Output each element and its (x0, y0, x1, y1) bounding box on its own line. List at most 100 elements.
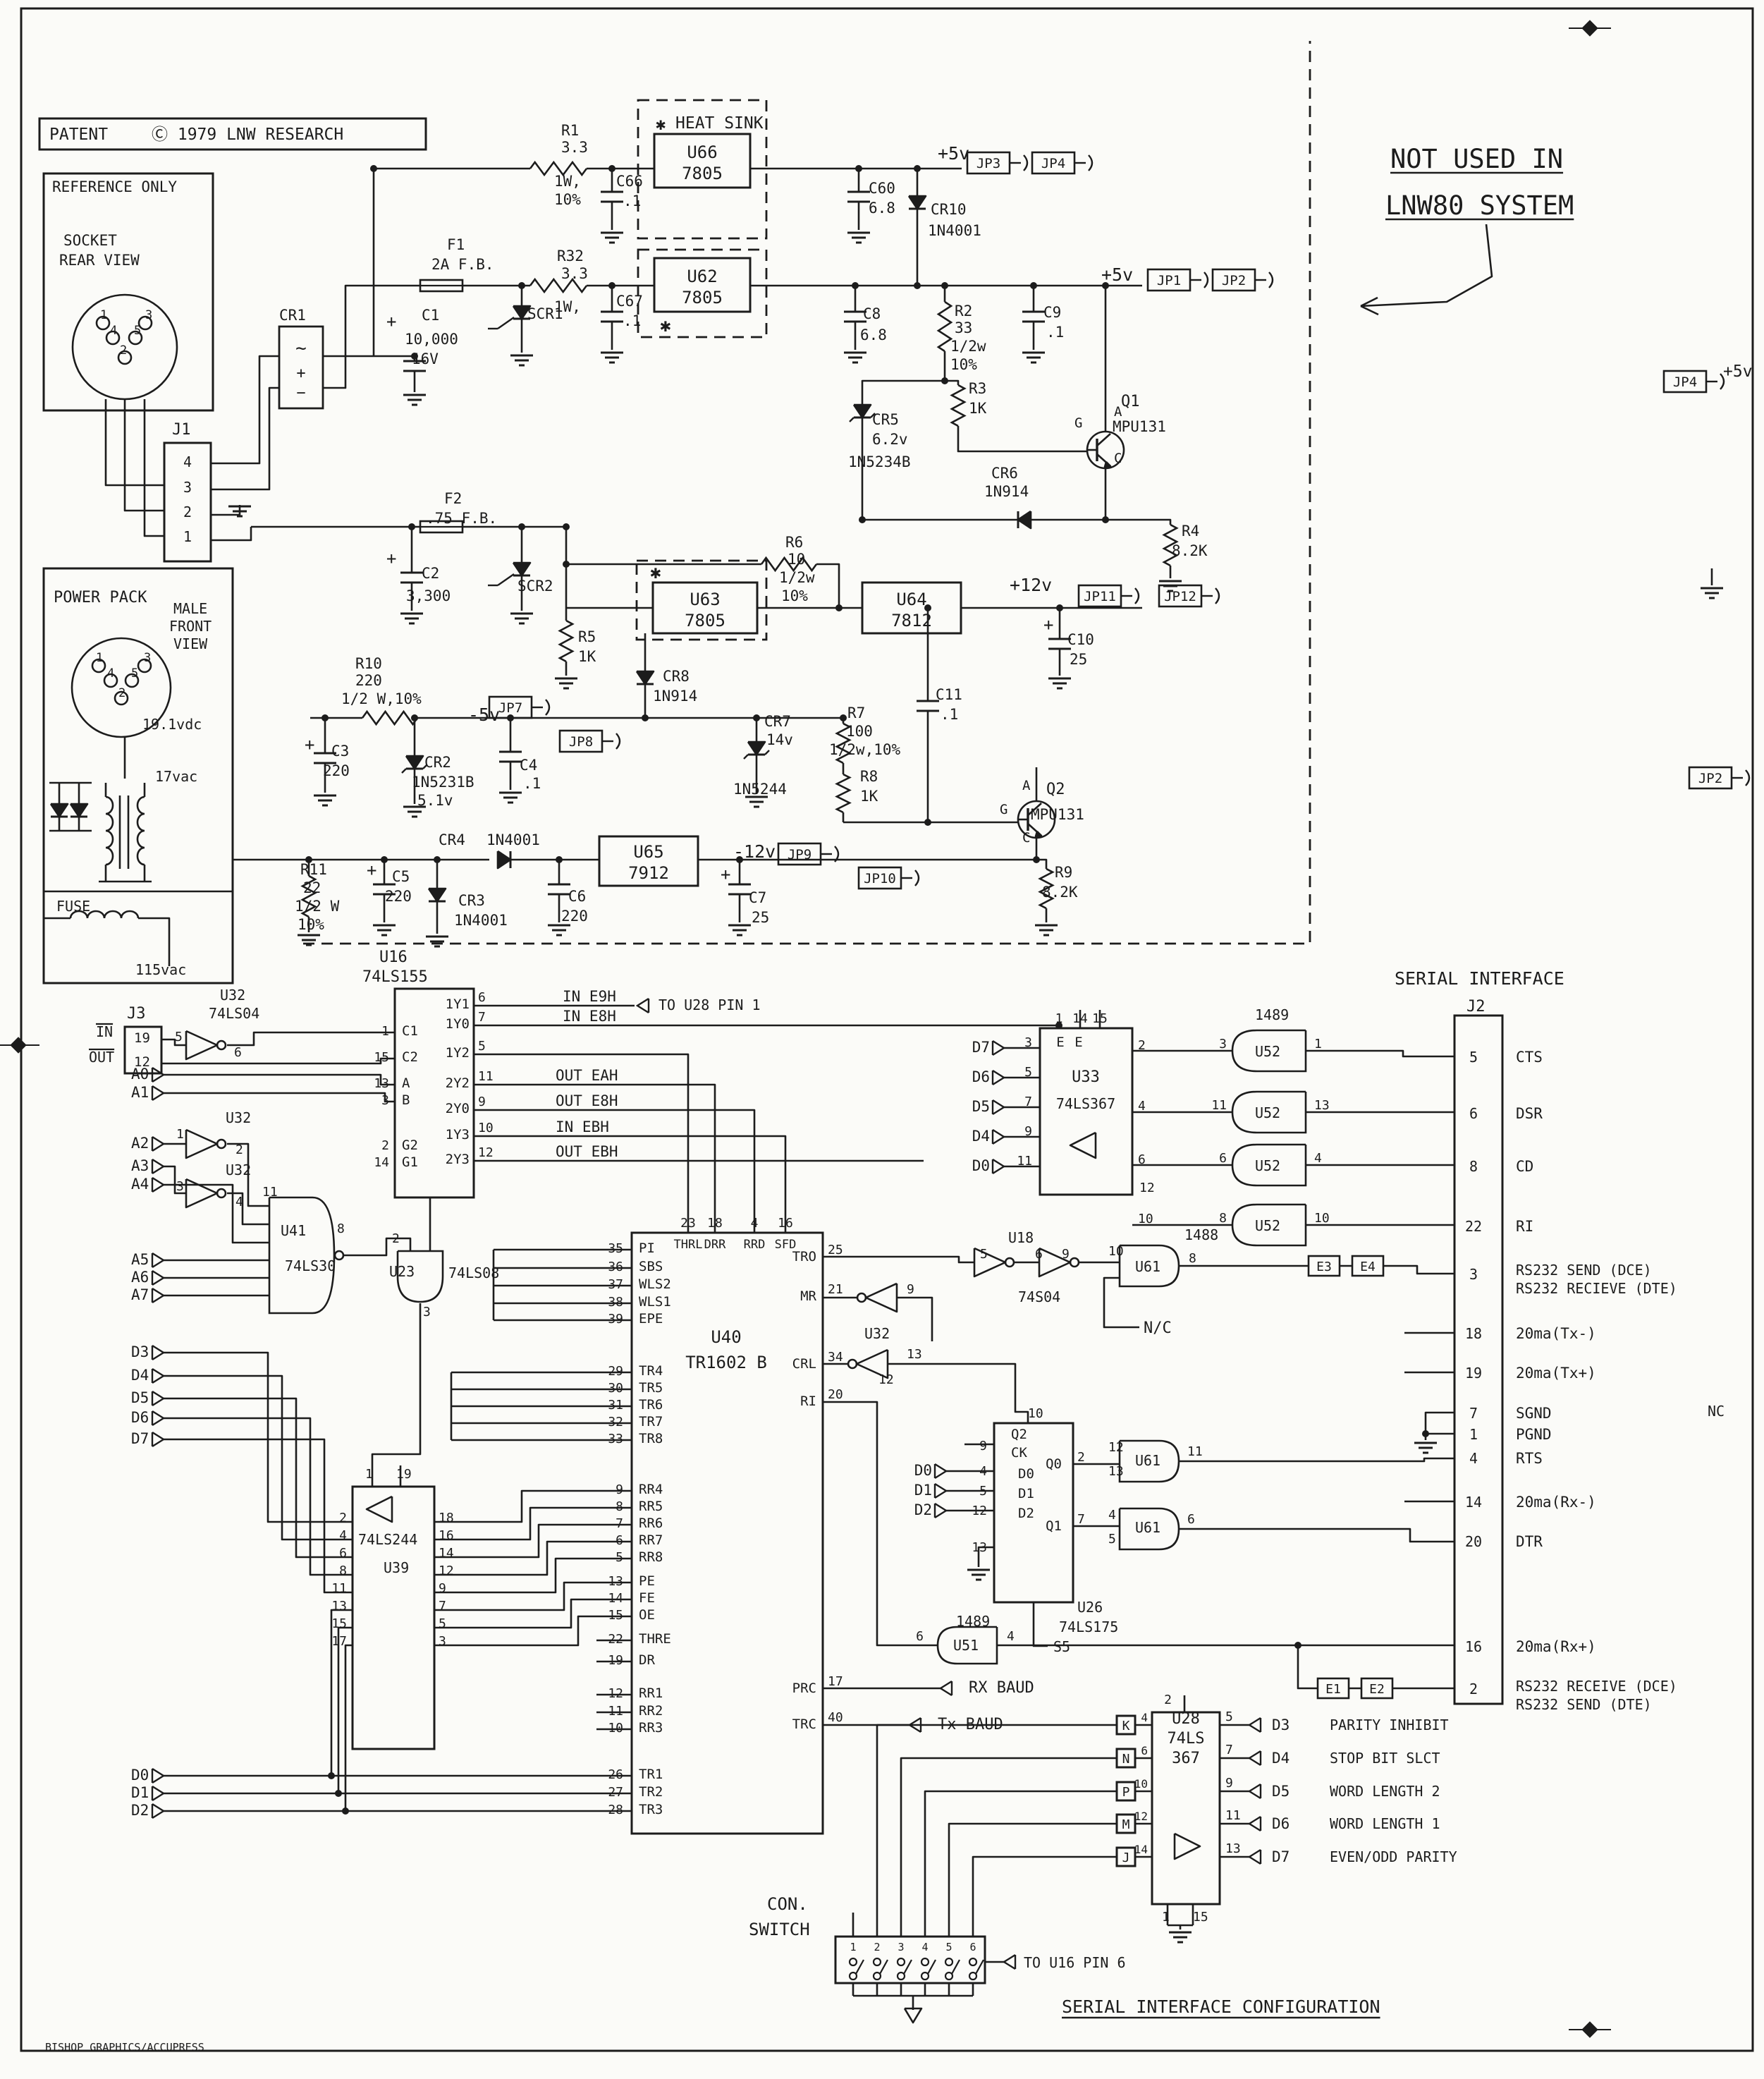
wire (343, 1237, 412, 1257)
label: 1 (1055, 1011, 1063, 1026)
label: 16 (1465, 1638, 1482, 1655)
label: 3,300 (406, 587, 451, 604)
label: MPU131 (1113, 418, 1166, 435)
label: IN (96, 1023, 113, 1040)
label: 4 (751, 1216, 759, 1231)
label: U52 (1255, 1043, 1280, 1060)
label: 13 (1314, 1098, 1330, 1113)
buffer-icon (1173, 1832, 1201, 1860)
label: 6 (1469, 1105, 1478, 1122)
resistor-icon (760, 556, 818, 573)
label: 6 (1138, 1152, 1146, 1167)
wire (227, 1192, 269, 1226)
diode-icon (401, 768, 407, 774)
label: C1 (402, 1023, 418, 1039)
label: 4 (107, 666, 114, 681)
label: 16V (412, 350, 439, 367)
connector-tag-icon (1247, 1783, 1262, 1800)
wire (330, 1609, 353, 1776)
label: 4 (1138, 1099, 1146, 1114)
thyristor-icon (497, 573, 515, 586)
wire (211, 527, 252, 542)
jumper-label (1268, 272, 1274, 288)
label: G1 (402, 1154, 418, 1170)
dip-switch-icon (920, 1957, 930, 1967)
label: 17vac (155, 768, 197, 785)
label: C11 (936, 686, 962, 703)
dip-switch-icon (927, 1959, 936, 1975)
component-outline (123, 1025, 163, 1075)
junction-dot (518, 282, 525, 289)
resistor-icon (835, 773, 852, 814)
label: 2 (392, 1231, 400, 1246)
junction-dot (608, 165, 615, 172)
label: TR5 (639, 1380, 663, 1396)
label: CR4 (439, 831, 465, 848)
jumper-label: JP4 (1673, 374, 1697, 390)
jumper-label (1134, 587, 1140, 604)
label: CR2 (424, 754, 451, 771)
connector-tag-icon (151, 1066, 166, 1083)
connector-tag-icon (151, 1367, 166, 1384)
label: TR7 (639, 1414, 663, 1429)
label: 10 (478, 1121, 494, 1135)
label: 31 (608, 1398, 623, 1413)
wire (1179, 1528, 1454, 1543)
label: OUT EAH (556, 1067, 618, 1084)
label: U23 (389, 1263, 415, 1280)
label: 19.1vdc (142, 716, 202, 733)
dip-switch-icon (855, 1959, 864, 1975)
label: 1W, (554, 298, 581, 315)
label: Q2 (1011, 1427, 1027, 1442)
wire (945, 379, 960, 385)
label: 27 (608, 1785, 623, 1800)
label: SOCKET (63, 232, 117, 249)
wire (164, 1073, 395, 1086)
label: 5 (439, 1616, 446, 1631)
diode-icon (49, 803, 69, 818)
label: 2 (118, 686, 125, 700)
label: DR (639, 1652, 655, 1668)
label: 74LS367 (1056, 1095, 1115, 1112)
wire (816, 563, 840, 608)
connector-tag-icon (151, 1252, 166, 1269)
wire (861, 379, 945, 405)
junction-dot (563, 561, 570, 568)
label: 35 (608, 1241, 623, 1256)
buffer-icon (365, 1495, 393, 1523)
wire (164, 1165, 186, 1195)
label: POWER PACK (54, 589, 147, 606)
dashed-outline (635, 559, 768, 641)
label: 10 (1314, 1211, 1330, 1226)
label: Ⓒ 1979 LNW RESEARCH (152, 126, 343, 144)
wire (474, 1135, 787, 1233)
jumper-label (1215, 587, 1220, 604)
label: ✱ (656, 114, 666, 134)
wire (164, 1417, 353, 1576)
label: 6 (234, 1045, 242, 1060)
label: D2 (914, 1501, 932, 1518)
label: 19 (396, 1467, 412, 1482)
label: 33 (608, 1432, 623, 1446)
label: D4 (1272, 1750, 1290, 1767)
jumper-label (834, 846, 840, 862)
connector-tag-icon (151, 1410, 166, 1427)
diode-icon (747, 740, 766, 756)
connector-tag-icon (151, 1269, 166, 1286)
dip-switch-icon (896, 1971, 906, 1981)
label: 10 (1138, 1212, 1153, 1226)
wire (1306, 1049, 1454, 1058)
jumper-label (1307, 1255, 1341, 1277)
connector-tag-icon (151, 1390, 166, 1407)
label: TR2 (639, 1784, 663, 1800)
label: J (1122, 1851, 1130, 1865)
label: − (296, 384, 305, 402)
wire (434, 1506, 632, 1541)
jumper-label: JP1 (1157, 273, 1181, 288)
inverter-gate-icon (847, 1358, 858, 1370)
label: D0 (972, 1157, 990, 1174)
logic-gate-icon (1118, 1507, 1180, 1551)
resistor-icon (558, 619, 575, 663)
label: B (402, 1092, 410, 1108)
label: C6 (568, 888, 586, 905)
